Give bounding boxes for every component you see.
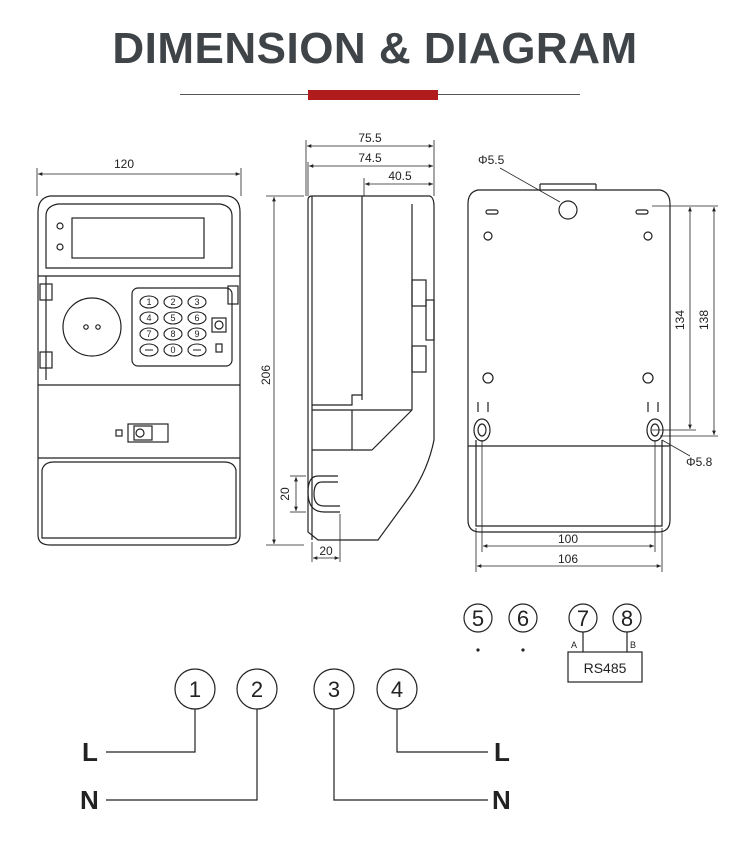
terminal-3-label: 3: [328, 677, 340, 702]
terminal-8: 8: [612, 603, 642, 633]
terminal-width-label: 20: [319, 544, 333, 558]
keypad-key: [187, 327, 207, 341]
terminal-5: 5: [463, 603, 493, 652]
page-title: DIMENSION & DIAGRAM: [112, 24, 638, 73]
terminal-1-label: 1: [189, 677, 201, 702]
side-depth-body-label: 74.5: [358, 151, 382, 165]
wiring-lines: [106, 709, 488, 801]
keypad-key-label: 8: [170, 329, 175, 339]
terminal-8-label: 8: [621, 606, 633, 631]
terminal-6-label: 6: [517, 606, 529, 631]
terminal-7: 7: [568, 603, 598, 633]
keypad-key: [163, 343, 183, 357]
front-height-label: 206: [259, 365, 273, 385]
left-line-label: L: [82, 737, 98, 767]
terminal-6: 6: [508, 603, 538, 652]
back-view: [467, 167, 718, 572]
back-outer-width-label: 106: [558, 552, 578, 566]
terminal-2: 2: [236, 668, 278, 710]
top-hole-label: Φ5.5: [478, 153, 505, 167]
terminal-4-label: 4: [391, 677, 403, 702]
right-line-label: L: [494, 737, 510, 767]
front-width-label: 120: [114, 157, 134, 171]
keypad-control-key: [187, 343, 207, 357]
terminal-3: 3: [313, 668, 355, 710]
terminal-2-label: 2: [251, 677, 263, 702]
keypad-key-label: 5: [170, 313, 175, 323]
right-neutral-label: N: [492, 785, 511, 815]
rs485-label: RS485: [584, 660, 627, 676]
keypad-key-label: 9: [194, 329, 199, 339]
left-neutral-label: N: [80, 785, 99, 815]
terminal-4: 4: [376, 668, 418, 710]
front-view: [36, 168, 242, 546]
terminal-1: 1: [174, 668, 216, 710]
keypad-key-label: 0: [170, 345, 175, 355]
title-accent-bar: [308, 90, 438, 100]
side-hole-label: Φ5.8: [686, 455, 713, 469]
side-depth-step-label: 40.5: [388, 169, 412, 183]
keypad-key-label: 3: [194, 297, 199, 307]
keypad-key: [139, 295, 159, 309]
keypad-key: [163, 311, 183, 325]
keypad-key-label: 6: [194, 313, 199, 323]
keypad-key: [187, 295, 207, 309]
rs485-pin-b: B: [630, 640, 636, 650]
keypad-key: [139, 327, 159, 341]
keypad-key-label: 7: [146, 329, 151, 339]
keypad-key: [187, 311, 207, 325]
terminal-7-label: 7: [577, 606, 589, 631]
side-view: [290, 140, 435, 562]
terminal-5-label: 5: [472, 606, 484, 631]
back-inner-height-label: 134: [673, 310, 687, 330]
keypad-key: [139, 311, 159, 325]
keypad-key: [163, 295, 183, 309]
keypad-key-label: 4: [146, 313, 151, 323]
keypad-key: [163, 327, 183, 341]
keypad-key-label: 2: [170, 297, 175, 307]
terminal-height-label: 20: [278, 487, 292, 501]
rs485-block: [567, 632, 643, 683]
front-height-dimension: [266, 195, 304, 546]
back-outer-height-label: 138: [697, 310, 711, 330]
back-inner-width-label: 100: [558, 532, 578, 546]
keypad-control-key: [139, 343, 159, 357]
side-depth-total-label: 75.5: [358, 131, 382, 145]
rs485-pin-a: A: [571, 640, 577, 650]
keypad-key-label: 1: [146, 297, 151, 307]
keypad: 1 2 3 4 5 6 7 8 9 0: [139, 295, 207, 357]
